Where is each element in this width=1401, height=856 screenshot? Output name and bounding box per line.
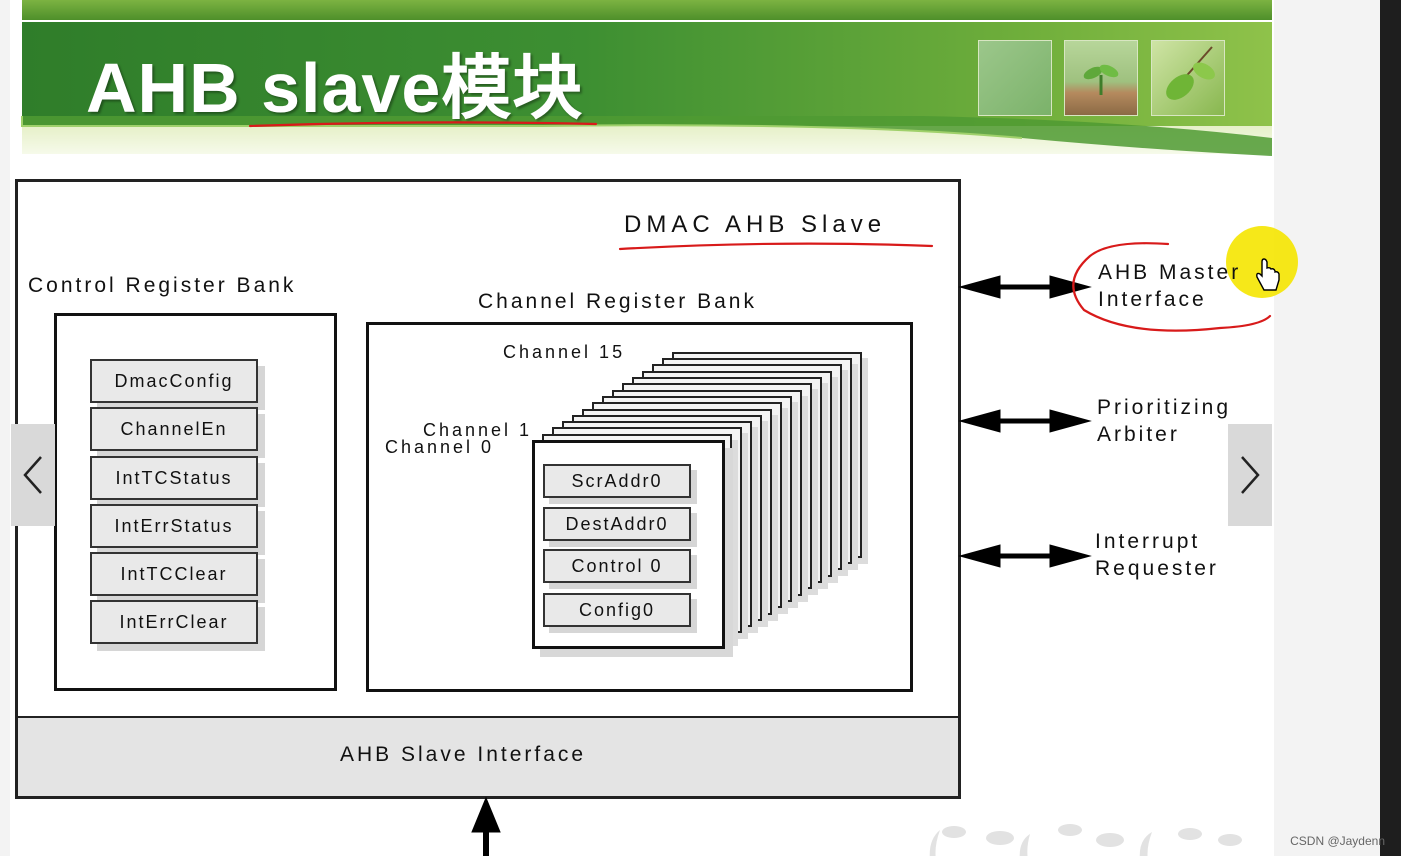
channel-1-label: Channel 1 — [423, 420, 533, 440]
decor-thumbnail-sprout — [1064, 40, 1138, 116]
register-channelen: ChannelEn — [90, 407, 258, 451]
watermark: CSDN @Jaydenn — [1290, 834, 1385, 848]
ahb-master-interface-label: AHB Master Interface — [1098, 259, 1241, 313]
leaf-icon — [1166, 46, 1215, 100]
register-destaddr0: DestAddr0 — [543, 507, 691, 541]
register-inttcclear: IntTCClear — [90, 552, 258, 596]
arrow-slave-input — [471, 796, 501, 856]
banner-swoosh — [21, 116, 1272, 156]
window-edge — [1380, 0, 1401, 856]
arrow-interrupt — [958, 544, 1092, 568]
sprout-icon — [1083, 64, 1119, 95]
register-scraddr0: ScrAddr0 — [543, 464, 691, 498]
hand-cursor-icon — [1256, 258, 1280, 291]
chevron-right-icon — [1241, 456, 1260, 494]
previous-slide-button[interactable] — [11, 424, 55, 526]
decor-thumbnail-plain — [978, 40, 1052, 116]
prioritizing-arbiter-label: Prioritizing Arbiter — [1097, 394, 1231, 448]
arrow-arbiter — [958, 409, 1092, 433]
master-circle — [1072, 242, 1272, 332]
interrupt-requester-label: Interrupt Requester — [1095, 528, 1219, 582]
decor-plants — [929, 824, 1242, 856]
red-annotations — [248, 121, 1272, 332]
register-interrclear: IntErrClear — [90, 600, 258, 644]
control-register-bank-label: Control Register Bank — [28, 274, 297, 297]
ahb-slave-interface-label: AHB Slave Interface — [340, 743, 587, 766]
chevron-left-icon — [23, 456, 42, 494]
arbiter-line2: Arbiter — [1097, 423, 1180, 446]
register-dmacconfig: DmacConfig — [90, 359, 258, 403]
register-config0: Config0 — [543, 593, 691, 627]
slide-title: AHB slave模块 — [86, 49, 584, 127]
next-slide-button[interactable] — [1228, 424, 1272, 526]
dmac-underline — [618, 242, 934, 251]
dmac-title: DMAC AHB Slave — [624, 211, 887, 238]
interrupt-line1: Interrupt — [1095, 530, 1201, 553]
banner-top-strip — [22, 0, 1272, 20]
interrupt-line2: Requester — [1095, 557, 1219, 580]
left-gutter — [0, 0, 10, 856]
register-interrstatus: IntErrStatus — [90, 504, 258, 548]
channel-register-bank-label: Channel Register Bank — [478, 290, 757, 313]
title-underline — [248, 121, 598, 128]
ahb-master-line1: AHB Master — [1098, 261, 1242, 284]
ahb-master-line2: Interface — [1098, 288, 1207, 311]
title-banner — [22, 22, 1272, 126]
decor-thumbnail-leaves — [1151, 40, 1225, 116]
arrow-ahb-master — [958, 275, 1092, 299]
right-gutter — [1274, 0, 1380, 856]
channel-0-label: Channel 0 — [385, 437, 495, 457]
arbiter-line1: Prioritizing — [1097, 396, 1232, 419]
ahb-slave-interface-block — [15, 716, 961, 799]
register-inttcstatus: IntTCStatus — [90, 456, 258, 500]
channel-15-label: Channel 15 — [503, 342, 626, 362]
register-control0: Control 0 — [543, 549, 691, 583]
